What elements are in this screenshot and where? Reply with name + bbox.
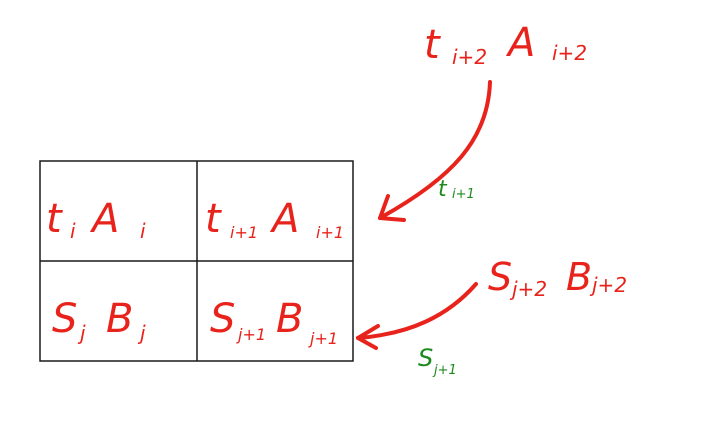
cell-matrix-sub: j+1 — [308, 329, 338, 348]
cell-var-sub: j+1 — [236, 325, 266, 344]
arrow-top-label-var: t — [438, 177, 448, 202]
cell-matrix: A — [269, 196, 299, 242]
incoming-matrix-sub: j+2 — [589, 273, 627, 297]
cell-matrix: A — [89, 196, 119, 242]
arrow-top-shaft — [378, 80, 492, 220]
cell-matrix-sub: j — [137, 321, 146, 345]
incoming-var: S — [488, 255, 512, 299]
cell-var-sub: i — [70, 219, 76, 243]
incoming-var: t — [424, 22, 441, 68]
arrow-top — [378, 80, 492, 222]
cell-matrix: B — [106, 296, 133, 342]
incoming-matrix: B — [566, 255, 592, 299]
cell-matrix-sub: i — [140, 219, 146, 243]
incoming-matrix: A — [505, 20, 535, 66]
incoming-matrix-sub: i+2 — [552, 41, 587, 65]
incoming-var-sub: i+2 — [452, 45, 487, 69]
cell-top-left: t i A i — [46, 196, 146, 243]
cell-bottom-right: S j+1 B j+1 — [210, 296, 338, 348]
incoming-var-sub: j+2 — [509, 277, 547, 301]
arrow-top-label: t i+1 — [438, 177, 475, 202]
cell-bottom-left: S j B j — [52, 296, 146, 345]
cell-var: S — [52, 296, 77, 342]
arrow-right-shaft — [356, 282, 478, 340]
cell-var: S — [210, 296, 235, 342]
cell-var: t — [205, 196, 222, 242]
matrix-grid — [39, 160, 354, 362]
cell-matrix: B — [276, 296, 303, 342]
cell-top-right: t i+1 A i+1 — [205, 196, 344, 242]
arrow-right-head — [356, 324, 380, 350]
incoming-top-label: t i+2 A i+2 — [424, 20, 587, 69]
cell-var-sub: i+1 — [230, 223, 258, 242]
cell-matrix-sub: i+1 — [316, 223, 344, 242]
arrow-top-label-sub: i+1 — [452, 187, 475, 202]
incoming-right-label: S j+2 B j+2 — [488, 255, 627, 301]
cell-var: t — [46, 196, 63, 242]
arrow-top-head — [378, 194, 406, 222]
arrow-right-label-var: S — [418, 344, 433, 372]
cell-var-sub: j — [77, 321, 86, 345]
arrow-right-label-sub: j+1 — [432, 363, 457, 378]
arrow-right-label: S j+1 — [418, 344, 457, 378]
arrow-right — [356, 282, 478, 350]
